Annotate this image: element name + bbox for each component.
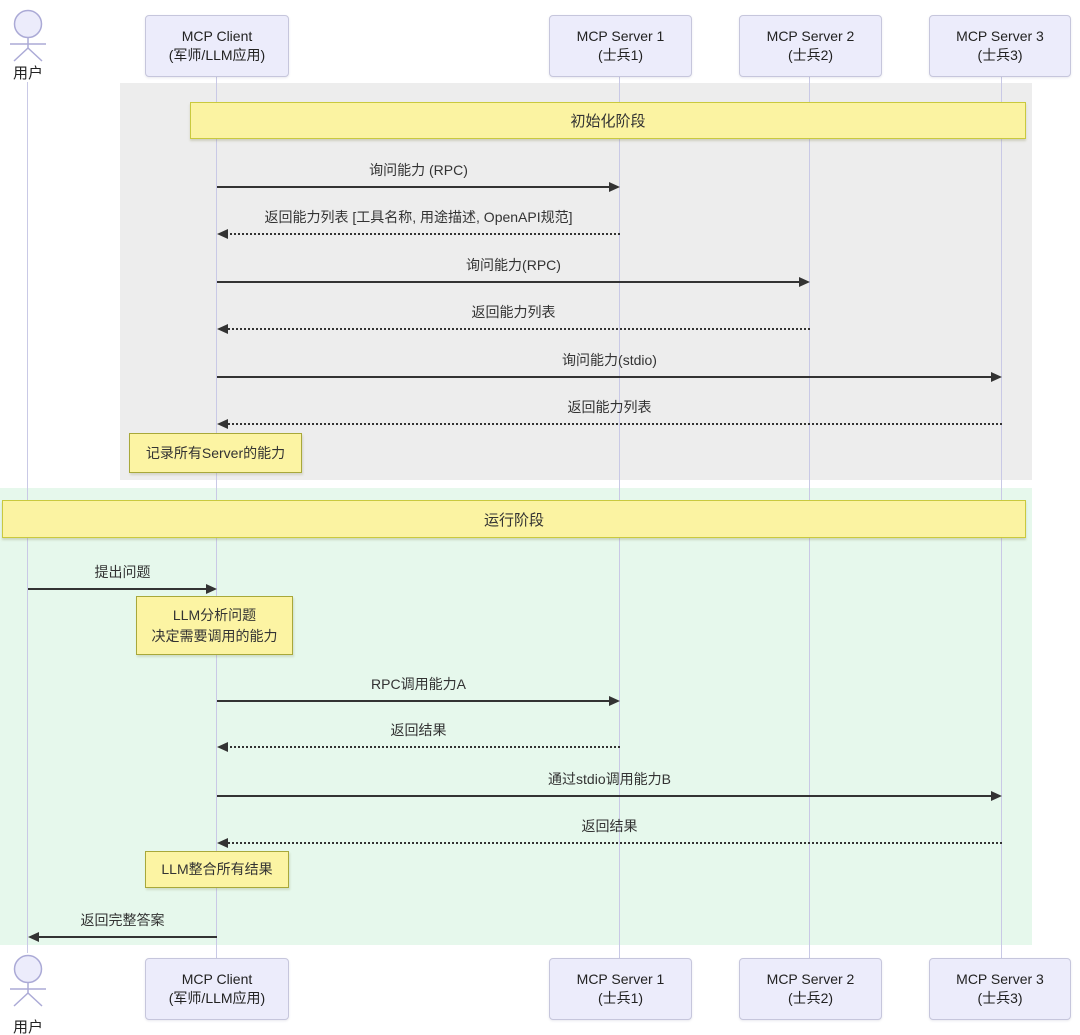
message-line-11 (225, 842, 1002, 844)
actor-client-name-bottom: MCP Client (181, 971, 253, 988)
message-label-1: 询问能力 (RPC) (369, 162, 468, 178)
message-label-2: 返回能力列表 [工具名称, 用途描述, OpenAPI规范] (264, 209, 573, 225)
arrowhead-9 (217, 742, 228, 752)
note-llm-analyzes: LLM分析问题 决定需要调用的能力 (136, 596, 293, 655)
note-llm-analyzes-line2: 决定需要调用的能力 (151, 627, 278, 644)
actor-server2-name: MCP Server 2 (766, 28, 855, 45)
message-label-9: 返回结果 (390, 722, 447, 738)
actor-box-server1-bottom: MCP Server 1 (士兵1) (549, 958, 692, 1020)
actor-client-subname: (军师/LLM应用) (168, 47, 266, 63)
note-record-capabilities: 记录所有Server的能力 (129, 433, 302, 473)
arrowhead-6 (217, 419, 228, 429)
actor-client-subname-bottom: (军师/LLM应用) (168, 990, 266, 1006)
arrowhead-4 (217, 324, 228, 334)
message-line-4 (225, 328, 810, 330)
run-phase-title: 运行阶段 (483, 511, 544, 529)
actor-box-server2-bottom: MCP Server 2 (士兵2) (739, 958, 882, 1020)
message-label-3: 询问能力(RPC) (466, 257, 561, 273)
message-label-7: 提出问题 (94, 564, 151, 580)
note-record-capabilities-text: 记录所有Server的能力 (145, 444, 286, 461)
actor-box-client-top: MCP Client (军师/LLM应用) (145, 15, 289, 77)
message-line-2 (225, 233, 620, 235)
actor-box-server3-top: MCP Server 3 (士兵3) (929, 15, 1071, 77)
message-label-11: 返回结果 (581, 818, 638, 834)
user-actor-figure-top (10, 9, 46, 62)
arrowhead-12 (28, 932, 39, 942)
actor-server1-name-bottom: MCP Server 1 (576, 971, 665, 988)
actor-server3-subname: (士兵3) (977, 47, 1023, 63)
arrowhead-10 (991, 791, 1002, 801)
actor-server1-name: MCP Server 1 (576, 28, 665, 45)
note-llm-analyzes-line1: LLM分析问题 (172, 607, 257, 624)
actor-box-server3-bottom: MCP Server 3 (士兵3) (929, 958, 1071, 1020)
user-actor-label-bottom: 用户 (12, 1019, 43, 1035)
note-llm-integrates-text: LLM整合所有结果 (161, 861, 273, 878)
message-label-5: 询问能力(stdio) (562, 352, 657, 368)
init-phase-title: 初始化阶段 (570, 113, 646, 130)
actor-server1-subname-bottom: (士兵1) (597, 990, 644, 1006)
message-line-3 (217, 281, 802, 283)
actor-server3-name-bottom: MCP Server 3 (956, 971, 1044, 988)
arrowhead-11 (217, 838, 228, 848)
user-actor-label-top: 用户 (12, 65, 43, 82)
run-phase-banner: 运行阶段 (2, 500, 1026, 538)
arrowhead-8 (609, 696, 620, 706)
note-llm-integrates: LLM整合所有结果 (145, 851, 289, 888)
init-phase-banner: 初始化阶段 (190, 102, 1026, 139)
arrowhead-1 (609, 182, 620, 192)
message-line-10 (217, 795, 994, 797)
actor-client-name: MCP Client (181, 28, 253, 45)
actor-server1-subname: (士兵1) (597, 47, 644, 63)
message-line-7 (28, 588, 209, 590)
message-line-9 (225, 746, 620, 748)
message-label-8: RPC调用能力A (371, 676, 466, 692)
actor-server2-name-bottom: MCP Server 2 (766, 971, 855, 988)
message-line-12 (36, 936, 217, 938)
message-label-10: 通过stdio调用能力B (548, 771, 671, 787)
message-label-12: 返回完整答案 (80, 912, 165, 928)
message-line-8 (217, 700, 612, 702)
actor-server2-subname-bottom: (士兵2) (787, 990, 834, 1006)
user-actor-figure-bottom (10, 954, 46, 1007)
message-label-6: 返回能力列表 (567, 399, 652, 415)
message-line-5 (217, 376, 994, 378)
actor-box-client-bottom: MCP Client (军师/LLM应用) (145, 958, 289, 1020)
message-label-4: 返回能力列表 (471, 304, 556, 320)
actor-box-server1-top: MCP Server 1 (士兵1) (549, 15, 692, 77)
actor-box-server2-top: MCP Server 2 (士兵2) (739, 15, 882, 77)
message-line-6 (225, 423, 1002, 425)
arrowhead-7 (206, 584, 217, 594)
message-line-1 (217, 186, 612, 188)
arrowhead-5 (991, 372, 1002, 382)
actor-server2-subname: (士兵2) (787, 47, 834, 63)
arrowhead-3 (799, 277, 810, 287)
actor-server3-name: MCP Server 3 (956, 28, 1044, 45)
actor-server3-subname-bottom: (士兵3) (977, 990, 1023, 1006)
arrowhead-2 (217, 229, 228, 239)
